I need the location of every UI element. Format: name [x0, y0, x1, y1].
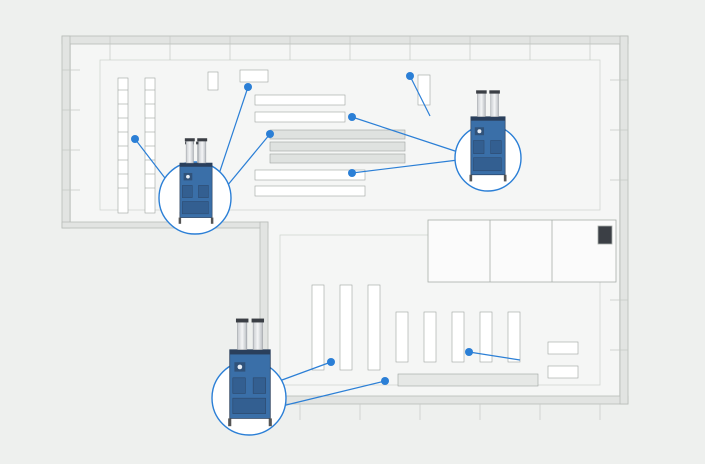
location-dot-icon [465, 348, 473, 356]
location-dot-icon [244, 83, 252, 91]
location-markers [131, 72, 473, 385]
location-dot-icon [131, 135, 139, 143]
location-dot-icon [406, 72, 414, 80]
location-dot-icon [381, 377, 389, 385]
location-dot-icon [327, 358, 335, 366]
location-dot-icon [348, 169, 356, 177]
roof-trusses [62, 36, 628, 420]
location-dot-icon [348, 113, 356, 121]
bottom-shelving [311, 284, 579, 387]
location-dot-icon [266, 130, 274, 138]
perimeter-walls [61, 35, 629, 405]
callout-bottom [211, 318, 287, 436]
central-production-lines [207, 69, 431, 197]
left-storage-racks [117, 77, 156, 214]
office-block [427, 219, 617, 283]
callout-right [454, 89, 522, 192]
